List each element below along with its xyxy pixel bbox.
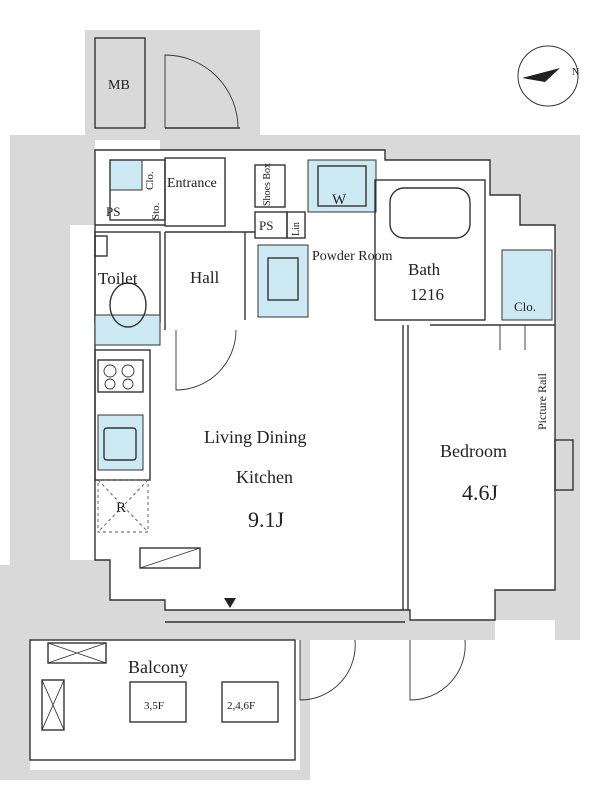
picture-rail-label: Picture Rail <box>535 372 549 430</box>
ac-floors-b-label: 2,4,6F <box>227 700 255 712</box>
fridge-label: R <box>116 500 126 516</box>
washer-label: W <box>332 192 347 208</box>
closet-bedroom-label: Clo. <box>514 299 536 314</box>
ps-left-label: PS <box>106 204 120 219</box>
entrance-label: Entrance <box>167 176 217 191</box>
room-labels: MB Entrance Clo. Sto. Shoes Box PS PS Li… <box>98 78 549 712</box>
closet-small-label: Clo. <box>144 171 156 190</box>
bath-label: Bath <box>408 260 441 279</box>
entrance-arrow-icon <box>224 598 236 608</box>
exterior-walls <box>0 30 580 780</box>
hall-label: Hall <box>190 268 220 287</box>
compass-north-icon: N <box>517 45 579 107</box>
ldk-label-line2: Kitchen <box>236 467 293 487</box>
ps-mid-label: PS <box>259 218 273 233</box>
ac-floors-a-label: 3,5F <box>144 700 164 712</box>
lin-label: Lin <box>291 222 302 236</box>
interior-outline <box>29 37 574 761</box>
storage-label: Sto. <box>150 202 162 220</box>
bath-size-label: 1216 <box>410 285 444 304</box>
balcony-label: Balcony <box>128 657 188 677</box>
shoes-box-label: Shoes Box <box>262 163 273 206</box>
ldk-label-line1: Living Dining <box>204 427 307 447</box>
powder-room-label: Powder Room <box>312 249 393 264</box>
ldk-size-label: 9.1J <box>248 507 285 532</box>
toilet-label: Toilet <box>98 269 138 288</box>
bedroom-label: Bedroom <box>440 441 507 461</box>
svg-text:N: N <box>572 67 579 78</box>
mb-label: MB <box>108 78 130 93</box>
bedroom-size-label: 4.6J <box>462 480 499 505</box>
